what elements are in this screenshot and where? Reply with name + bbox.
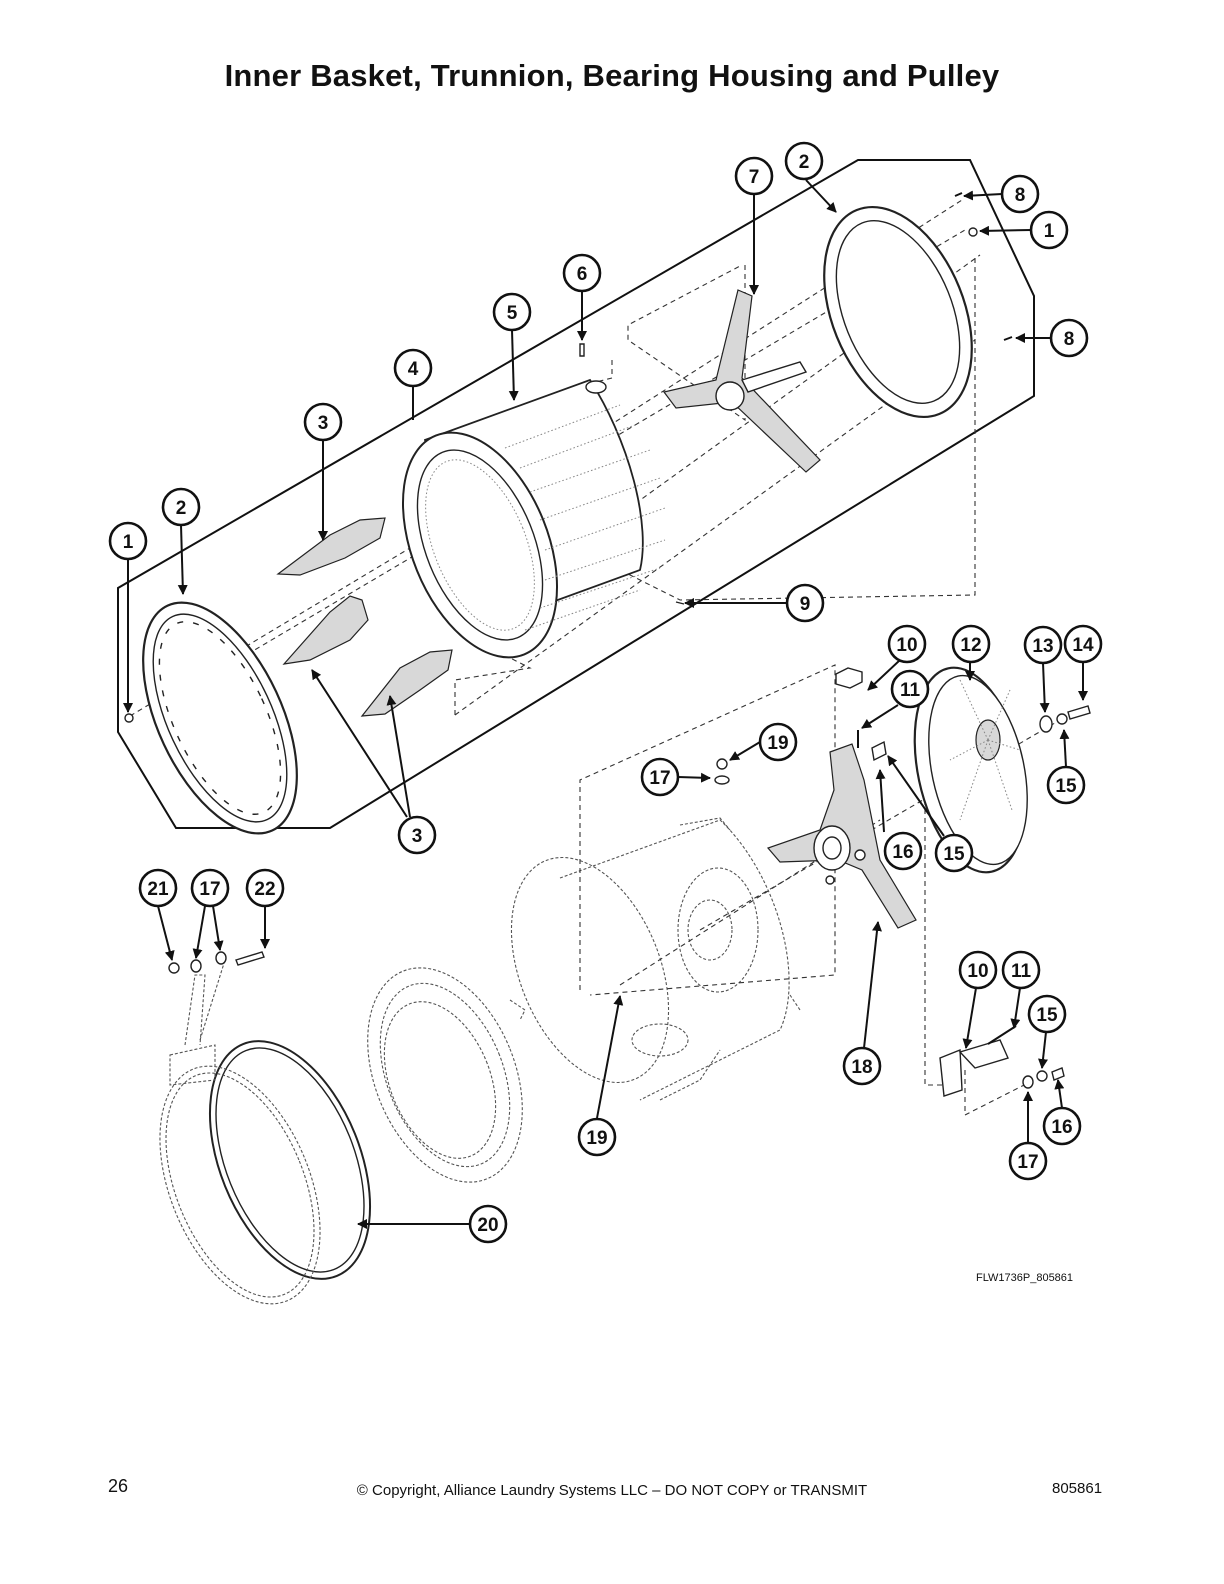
svg-text:8: 8 xyxy=(1064,329,1075,350)
svg-text:3: 3 xyxy=(412,826,423,847)
basket-assembly-outline xyxy=(117,159,1035,829)
callout-1-left: 1 xyxy=(108,521,148,561)
svg-text:17: 17 xyxy=(649,768,670,789)
sensor-bracket xyxy=(939,1025,1065,1097)
tub-seal xyxy=(208,1040,372,1280)
figure-code: FLW1736P_805861 xyxy=(976,1272,1074,1284)
copyright-notice: © Copyright, Alliance Laundry Systems LL… xyxy=(356,1482,868,1499)
callout-3-lower: 3 xyxy=(397,815,437,855)
pulley-hardware xyxy=(1039,705,1091,733)
callout-4: 4 xyxy=(393,348,433,388)
svg-text:16: 16 xyxy=(1051,1117,1072,1138)
callout-15-right: 15 xyxy=(1046,765,1086,805)
screw-9 xyxy=(675,601,685,605)
svg-text:6: 6 xyxy=(577,264,588,285)
balance-ring-front xyxy=(142,601,298,835)
svg-text:17: 17 xyxy=(1017,1152,1038,1173)
svg-text:2: 2 xyxy=(799,152,810,173)
svg-text:11: 11 xyxy=(900,680,921,701)
callout-14: 14 xyxy=(1063,624,1103,664)
svg-text:8: 8 xyxy=(1015,185,1026,206)
callout-17-middle: 17 xyxy=(640,757,680,797)
callout-8-upper: 8 xyxy=(1000,174,1040,214)
callout-16-upper: 16 xyxy=(883,831,923,871)
svg-text:22: 22 xyxy=(254,879,275,900)
svg-text:10: 10 xyxy=(896,635,917,656)
callout-22: 22 xyxy=(245,868,285,908)
callout-10-lower: 10 xyxy=(958,950,998,990)
leader-lines xyxy=(123,179,1088,1229)
svg-text:17: 17 xyxy=(199,879,220,900)
callout-11-upper: 11 xyxy=(890,669,930,709)
screw-1-right xyxy=(968,227,978,237)
svg-text:5: 5 xyxy=(507,303,518,324)
callout-15-mid: 15 xyxy=(934,833,974,873)
svg-text:19: 19 xyxy=(767,733,788,754)
callout-8-lower: 8 xyxy=(1049,318,1089,358)
svg-text:1: 1 xyxy=(1044,221,1055,242)
callout-21: 21 xyxy=(138,868,178,908)
callout-18: 18 xyxy=(842,1046,882,1086)
svg-text:21: 21 xyxy=(147,879,169,900)
callout-7: 7 xyxy=(734,156,774,196)
tub-front-phantom xyxy=(367,967,523,1183)
svg-text:16: 16 xyxy=(892,842,913,863)
svg-text:2: 2 xyxy=(176,498,187,519)
svg-text:15: 15 xyxy=(943,844,965,865)
page-number: 26 xyxy=(108,1476,129,1496)
callout-10-upper: 10 xyxy=(887,624,927,664)
svg-text:3: 3 xyxy=(318,413,329,434)
svg-text:9: 9 xyxy=(800,594,811,615)
screw-6 xyxy=(579,343,585,357)
clamp-hardware xyxy=(168,951,265,974)
svg-text:18: 18 xyxy=(851,1057,872,1078)
document-number: 805861 xyxy=(1052,1480,1103,1497)
callout-17-lower: 17 xyxy=(1008,1141,1048,1181)
svg-text:11: 11 xyxy=(1011,961,1032,982)
callout-2-right: 2 xyxy=(784,141,824,181)
callout-12: 12 xyxy=(951,624,991,664)
callout-13: 13 xyxy=(1023,625,1063,665)
callout-9: 9 xyxy=(785,583,825,623)
balance-ring-rear xyxy=(823,205,973,419)
callout-17-left: 17 xyxy=(190,868,230,908)
baffles xyxy=(276,517,453,717)
svg-text:1: 1 xyxy=(123,532,134,553)
svg-text:20: 20 xyxy=(477,1215,498,1236)
outer-tub-phantom xyxy=(509,817,801,1101)
screw-1-left xyxy=(124,713,134,723)
callout-3-upper: 3 xyxy=(303,402,343,442)
callout-16-lower: 16 xyxy=(1042,1106,1082,1146)
screw-8-upper xyxy=(954,192,963,197)
bearing-housing xyxy=(766,743,917,929)
svg-text:15: 15 xyxy=(1036,1005,1058,1026)
page-title: Inner Basket, Trunnion, Bearing Housing … xyxy=(224,58,1000,93)
callout-2-left: 2 xyxy=(161,487,201,527)
drive-pulley xyxy=(913,666,1028,874)
callout-19-upper: 19 xyxy=(758,722,798,762)
svg-text:4: 4 xyxy=(408,359,419,380)
bearing-hardware xyxy=(714,667,887,785)
svg-text:12: 12 xyxy=(960,635,981,656)
callout-1-right: 1 xyxy=(1029,210,1069,250)
callout-6: 6 xyxy=(562,253,602,293)
callout-5: 5 xyxy=(492,292,532,332)
svg-text:14: 14 xyxy=(1072,635,1094,656)
tub-clamp-phantom xyxy=(159,959,321,1305)
svg-text:19: 19 xyxy=(586,1128,607,1149)
callout-20: 20 xyxy=(468,1204,508,1244)
svg-text:15: 15 xyxy=(1055,776,1077,797)
svg-text:10: 10 xyxy=(967,961,988,982)
screw-8-lower xyxy=(1003,336,1013,341)
svg-text:7: 7 xyxy=(749,167,760,188)
callout-19-lower: 19 xyxy=(577,1117,617,1157)
basket-spider xyxy=(662,289,821,473)
svg-text:13: 13 xyxy=(1032,636,1053,657)
callout-11-lower: 11 xyxy=(1001,950,1041,990)
inner-basket xyxy=(401,378,666,659)
callout-15-lower: 15 xyxy=(1027,994,1067,1034)
